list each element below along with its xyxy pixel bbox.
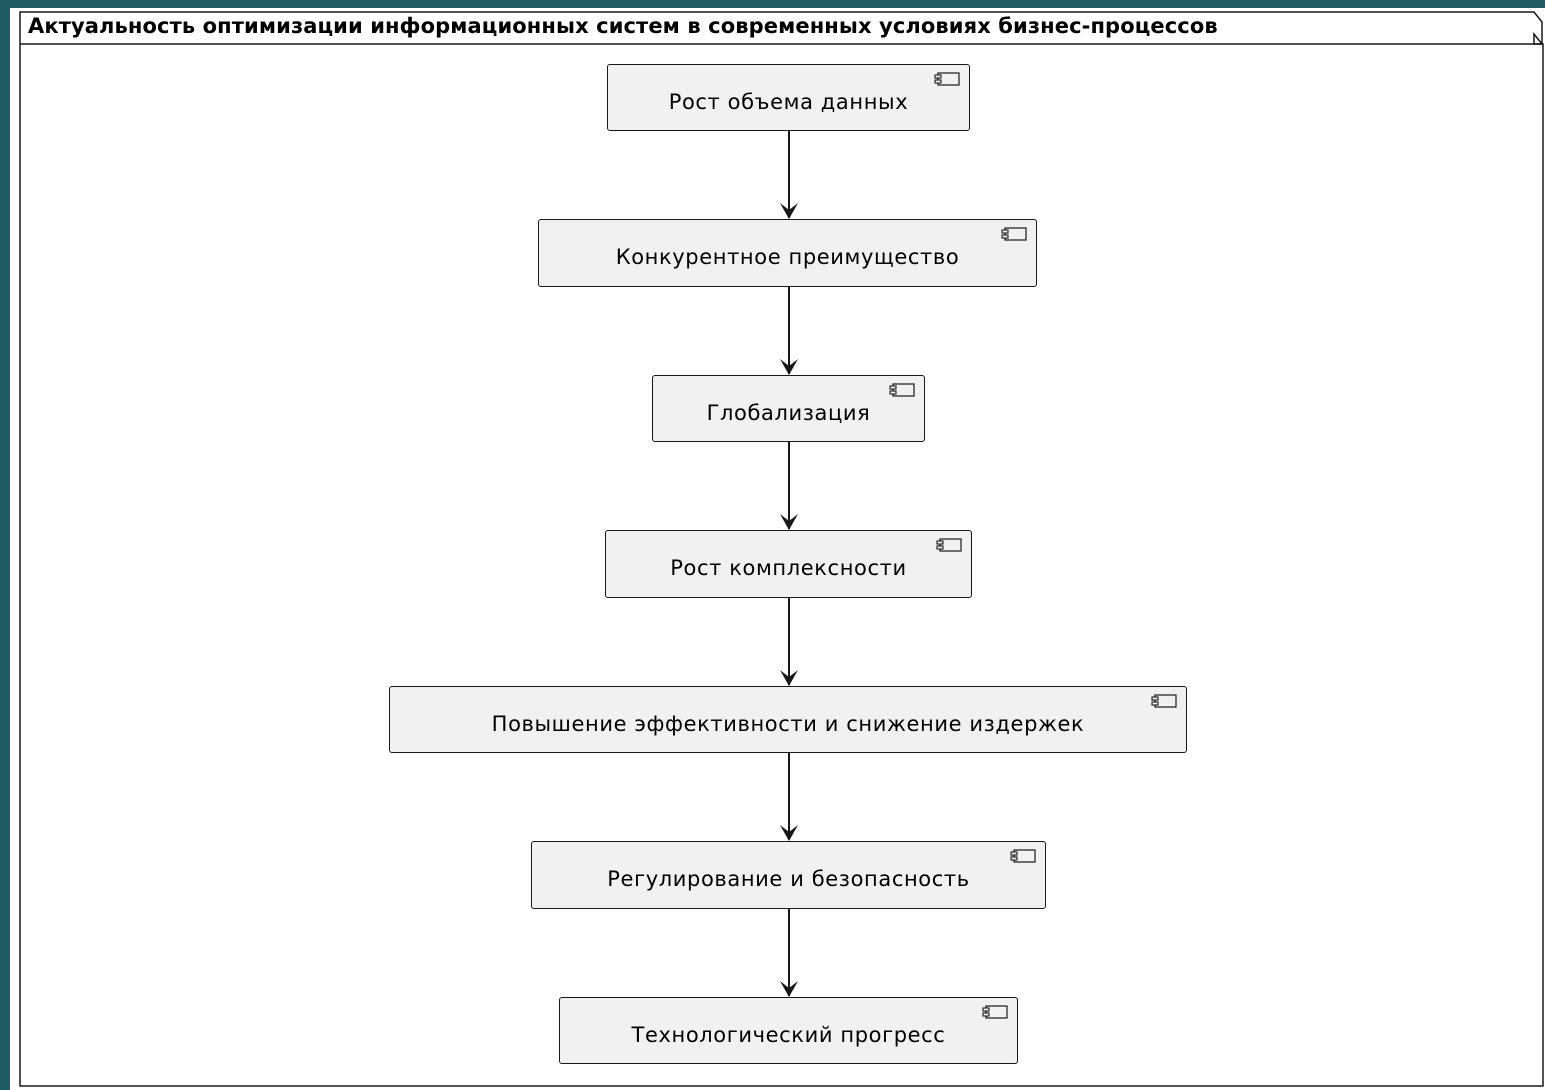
node-label: Глобализация	[706, 400, 871, 425]
node-label: Технологический прогресс	[631, 1022, 946, 1047]
node-label: Рост комплексности	[670, 556, 907, 580]
node-rost-kompleksnosti: Рост комплексности	[605, 530, 972, 598]
component-icon	[934, 72, 960, 86]
node-label: Повышение эффективности и снижение издер…	[491, 711, 1085, 736]
node-povyshenie-effektivnosti: Повышение эффективности и снижение издер…	[389, 686, 1187, 753]
node-label: Регулирование и безопасность	[607, 867, 970, 891]
node-label: Рост объема данных	[668, 89, 909, 114]
component-icon	[936, 538, 962, 552]
component-icon	[982, 1005, 1008, 1019]
node-label: Конкурентное преимущество	[615, 245, 960, 269]
frame-title: Актуальность оптимизации информационных …	[28, 14, 1218, 38]
component-icon	[1151, 694, 1177, 708]
component-icon	[1010, 849, 1036, 863]
component-icon	[889, 383, 915, 397]
node-regulirovanie-i-bezopasnost: Регулирование и безопасность	[531, 841, 1046, 909]
node-globalizatsiya: Глобализация	[652, 375, 925, 442]
node-konkurentnoe-preimushchestvo: Конкурентное преимущество	[538, 219, 1037, 287]
component-icon	[1001, 227, 1027, 241]
node-tekhnologicheskiy-progress: Технологический прогресс	[559, 997, 1018, 1064]
node-rost-obema-dannyh: Рост объема данных	[607, 64, 970, 131]
